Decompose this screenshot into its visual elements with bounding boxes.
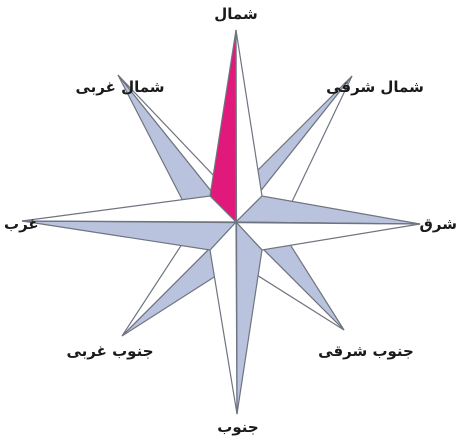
label-southeast: جنوب شرقی (318, 342, 414, 360)
point-north-face-b (236, 30, 262, 222)
point-east-face-a (236, 196, 420, 224)
point-west-face-b (22, 196, 236, 222)
point-east-face-b (236, 222, 420, 250)
label-east: شرق (420, 215, 458, 233)
point-south-face-b (210, 222, 237, 414)
label-south: جنوب (217, 418, 258, 436)
point-north-face-a (210, 30, 236, 222)
label-north: شمال (214, 5, 257, 23)
label-northeast: شمال شرقی (326, 78, 424, 96)
label-west: غرب (4, 215, 39, 233)
point-west-face-a (22, 221, 236, 250)
point-south-face-a (236, 222, 262, 414)
label-southwest: جنوب غربی (66, 342, 153, 360)
label-northwest: شمال غربی (75, 78, 164, 96)
